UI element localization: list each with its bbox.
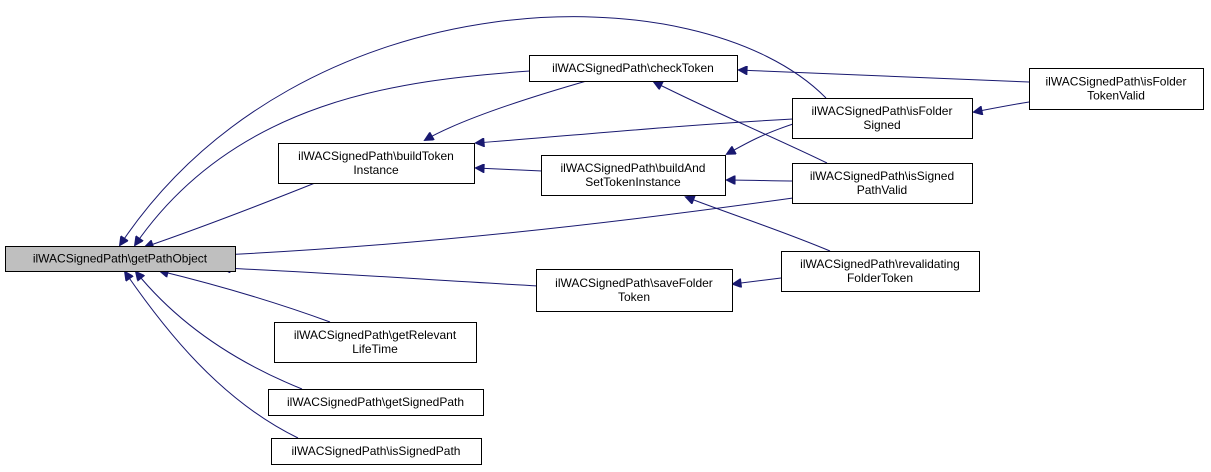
- node-label-line: LifeTime: [352, 342, 398, 356]
- edge-revalidatingFolderToken-to-buildAndSetTokenInstance: [686, 197, 831, 252]
- node-box: [274, 322, 477, 363]
- node-label-line: ilWACSignedPath\getRelevant: [294, 328, 457, 342]
- edge-isSignedPathValid-to-getPathObject: [222, 197, 794, 255]
- edge-buildAndSetTokenInstance-to-buildTokenInstance: [476, 168, 543, 171]
- edge-isSignedPathValid-to-buildAndSetTokenInstance: [727, 180, 794, 181]
- node-label-line: ilWACSignedPath\isFolder: [1046, 75, 1187, 89]
- edge-getSignedPath-to-getPathObject: [136, 272, 303, 390]
- node-label-line: SetTokenInstance: [585, 175, 681, 189]
- node-label-line: ilWACSignedPath\isFolder: [812, 104, 953, 118]
- edge-isFolderSigned-to-buildTokenInstance: [476, 118, 794, 143]
- edge-isFolderTokenValid-to-isFolderSigned: [974, 101, 1030, 112]
- node-label-line: TokenValid: [1087, 89, 1145, 103]
- node-label-line: ilWACSignedPath\checkToken: [552, 61, 714, 75]
- node-label-line: PathValid: [857, 183, 907, 197]
- node-label-line: Token: [618, 290, 650, 304]
- node-box: [1029, 68, 1204, 110]
- node-label-line: ilWACSignedPath\buildAnd: [561, 161, 706, 175]
- node-box: [278, 143, 475, 184]
- node-label-line: ilWACSignedPath\isSigned: [810, 169, 954, 183]
- nodes-layer: ilWACSignedPath\getPathObject ilWACSigned…: [5, 55, 1204, 465]
- edge-getRelevantLifeTime-to-getPathObject: [160, 271, 331, 323]
- node-box: [792, 98, 973, 139]
- node-label-line: Instance: [353, 163, 399, 177]
- edge-saveFolderToken-to-getPathObject: [222, 268, 539, 287]
- edge-isSignedPathValid-to-checkToken: [654, 82, 828, 164]
- node-checkToken[interactable]: ilWACSignedPath\checkToken: [529, 55, 738, 82]
- node-box: [271, 438, 482, 465]
- node-label-line: ilWACSignedPath\getPathObject: [33, 252, 208, 266]
- node-box: [268, 389, 484, 416]
- edge-isSignedPath-to-getPathObject: [125, 272, 299, 439]
- edge-isFolderSigned-to-buildAndSetTokenInstance: [727, 123, 794, 154]
- edge-buildTokenInstance-to-getPathObject: [145, 180, 321, 247]
- node-box: [536, 269, 733, 312]
- node-box: [792, 163, 973, 204]
- node-label-line: ilWACSignedPath\isSignedPath: [292, 444, 461, 458]
- edge-isFolderSigned-to-getPathObject: [120, 16, 827, 245]
- edge-checkToken-to-getPathObject: [135, 70, 531, 245]
- node-label-line: ilWACSignedPath\getSignedPath: [287, 395, 464, 409]
- node-label-line: Signed: [863, 118, 900, 132]
- node-label-line: ilWACSignedPath\revalidating: [800, 257, 960, 271]
- node-box: [541, 155, 726, 196]
- node-label-line: FolderToken: [847, 271, 913, 285]
- edges-layer: [120, 16, 1030, 439]
- node-isSignedPath[interactable]: ilWACSignedPath\isSignedPath: [271, 438, 482, 465]
- node-label-line: ilWACSignedPath\buildToken: [298, 149, 454, 163]
- node-box: [529, 55, 738, 82]
- node-label-line: ilWACSignedPath\saveFolder: [555, 276, 713, 290]
- node-getPathObject[interactable]: ilWACSignedPath\getPathObject: [5, 246, 236, 272]
- node-getSignedPath[interactable]: ilWACSignedPath\getSignedPath: [268, 389, 484, 416]
- node-box: [781, 251, 980, 292]
- edge-revalidatingFolderToken-to-saveFolderToken: [733, 277, 782, 284]
- node-box: [5, 246, 236, 272]
- edge-isFolderTokenValid-to-checkToken: [739, 70, 1030, 83]
- edge-checkToken-to-buildTokenInstance: [425, 79, 591, 140]
